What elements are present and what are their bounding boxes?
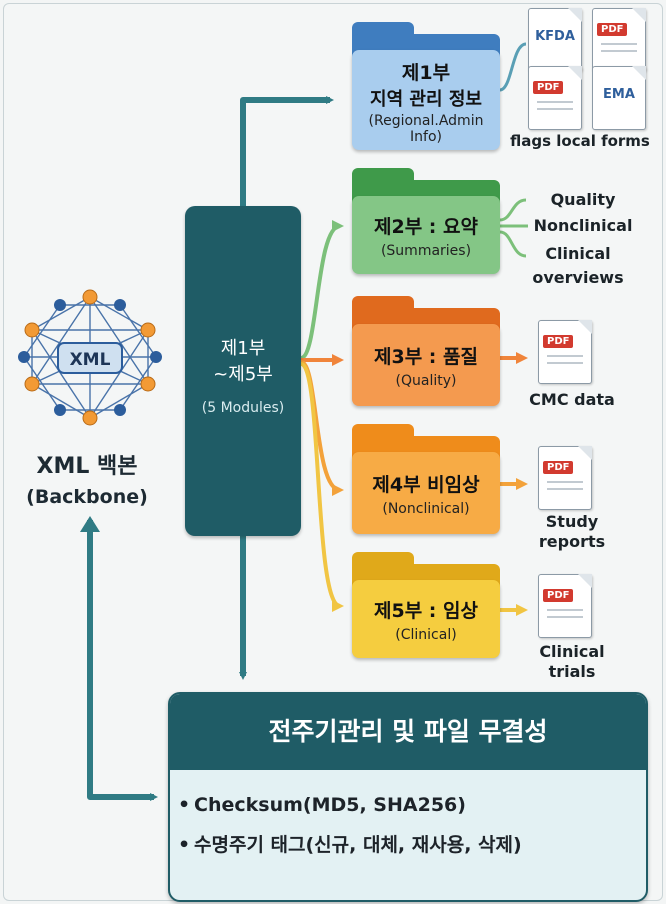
lifecycle-box: 전주기관리 및 파일 무결성 •Checksum(MD5, SHA256) •수… (168, 692, 648, 902)
pdf-badge: PDF (533, 81, 564, 94)
kfda-document-icon: KFDA (528, 8, 582, 72)
backbone-subtitle: (Backbone) (26, 486, 148, 508)
backbone-title: XML 백본 (36, 454, 138, 479)
study-label: Study (545, 512, 599, 531)
kfda-label: KFDA (535, 29, 575, 44)
modules-line-3: (5 Modules) (201, 400, 285, 416)
reports-label: reports (538, 532, 606, 551)
folder-1-sub-1: (Regional.Admin (368, 113, 484, 129)
modules-box: 제1부 ~제5부 (5 Modules) (185, 206, 301, 536)
lifecycle-item-checksum: Checksum(MD5, SHA256) (194, 794, 466, 816)
folder-1-sub-2: Info) (410, 129, 442, 145)
xml-network-icon: XML (18, 289, 162, 426)
pdf-badge: PDF (597, 23, 628, 36)
pdf-badge: PDF (543, 335, 574, 348)
modules-line-2: ~제5부 (213, 364, 273, 385)
pdf-document-icon: PDF (592, 8, 646, 72)
lifecycle-item: •Checksum(MD5, SHA256) (178, 794, 646, 816)
folder-3-title: 제3부 : 품질 (374, 346, 478, 368)
folder-1-title-2: 지역 관리 정보 (370, 89, 482, 110)
pdf-document-icon: PDF (528, 66, 582, 130)
summary-item-clinical: Clinical (545, 244, 611, 263)
folder-5-sub: (Clinical) (395, 627, 457, 643)
regional-caption: flags local forms (510, 132, 650, 150)
backbone-label: XML 백본 (Backbone) (18, 448, 156, 508)
folder-4-title: 제4부 비임상 (372, 474, 480, 496)
pdf-document-icon: PDF (538, 574, 592, 638)
bullet: • (178, 794, 191, 816)
folder-module-4: 제4부 비임상 (Nonclinical) (352, 424, 500, 534)
summary-item-quality: Quality (550, 190, 616, 209)
lifecycle-list: •Checksum(MD5, SHA256) •수명주기 태그(신규, 대체, … (170, 770, 646, 857)
folder-5-title: 제5부 : 임상 (374, 600, 478, 622)
cmc-data-label: CMC data (529, 390, 615, 409)
modules-line-1: 제1부 (220, 338, 266, 359)
ema-label: EMA (603, 87, 635, 102)
folder-module-5: 제5부 : 임상 (Clinical) (352, 552, 500, 658)
pdf-document-icon: PDF (538, 446, 592, 510)
summary-item-overviews: overviews (532, 268, 624, 287)
teal-connectors (87, 96, 334, 801)
pdf-document-icon: PDF (538, 320, 592, 384)
folder-module-2: 제2부 : 요약 (Summaries) (352, 168, 500, 274)
backbone-up-arrowhead (80, 516, 100, 532)
lifecycle-title: 전주기관리 및 파일 무결성 (170, 694, 646, 770)
lifecycle-item-tags: 수명주기 태그(신규, 대체, 재사용, 삭제) (194, 834, 522, 856)
ema-document-icon: EMA (592, 66, 646, 130)
xml-center-label: XML (70, 350, 111, 370)
bullet: • (178, 834, 191, 856)
folder-4-sub: (Nonclinical) (382, 501, 470, 517)
trials-label: trials (548, 662, 596, 681)
lifecycle-item: •수명주기 태그(신규, 대체, 재사용, 삭제) (178, 830, 646, 857)
folder-3-sub: (Quality) (395, 373, 457, 389)
pdf-badge: PDF (543, 589, 574, 602)
folder-2-title: 제2부 : 요약 (374, 216, 478, 238)
folder-module-3: 제3부 : 품질 (Quality) (352, 296, 500, 406)
clinical-label: Clinical (539, 642, 605, 661)
folder-module-1: 제1부 지역 관리 정보 (Regional.Admin Info) (352, 22, 500, 150)
folder-1-title: 제1부 (401, 62, 451, 84)
summary-item-nonclinical: Nonclinical (533, 216, 633, 235)
folder-2-sub: (Summaries) (380, 243, 472, 259)
pdf-badge: PDF (543, 461, 574, 474)
